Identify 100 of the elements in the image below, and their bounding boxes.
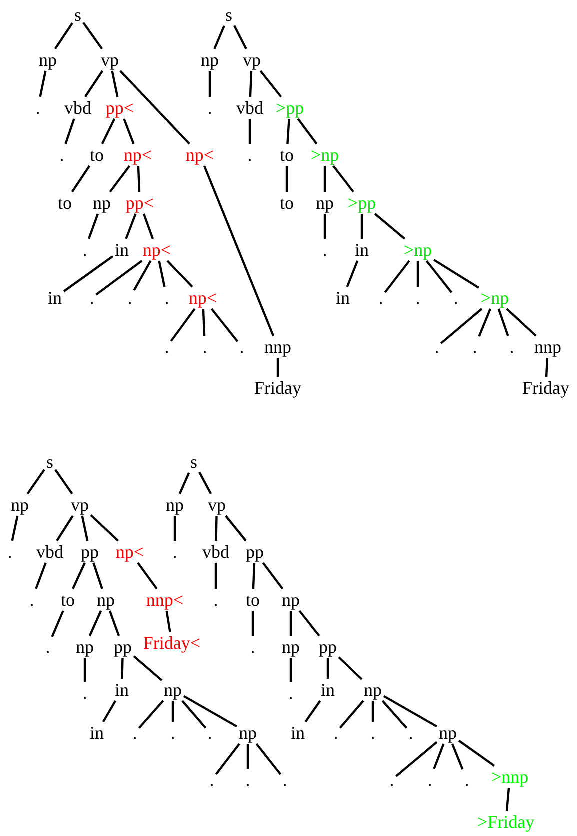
branch-line	[54, 22, 74, 50]
branch-line	[426, 260, 453, 294]
branch-line	[252, 611, 254, 636]
branch-line	[210, 308, 239, 342]
branch-line	[458, 740, 496, 767]
branch-line	[137, 562, 158, 590]
tree-node-label: np	[97, 591, 115, 609]
branch-line	[374, 213, 406, 240]
branch-line	[63, 256, 114, 292]
branch-line	[440, 308, 483, 344]
tree-node-label: np	[239, 724, 257, 742]
tree-node-label: in	[291, 724, 305, 742]
branch-line	[51, 610, 64, 638]
tree-node-label: >np	[480, 289, 510, 307]
tree-node-label: in	[115, 241, 129, 259]
branch-line	[246, 744, 250, 769]
tree-node-label: vbd	[236, 99, 264, 117]
tree-node-label: in	[355, 241, 369, 259]
tree-node-label: to	[90, 146, 104, 164]
tree-node-label: .	[390, 771, 394, 789]
branch-line	[383, 695, 438, 728]
branch-line	[290, 658, 292, 682]
tree-node-label: >np	[310, 146, 340, 164]
branch-line	[172, 701, 174, 722]
branch-line	[183, 695, 238, 728]
branch-line	[84, 658, 86, 682]
branch-line	[101, 118, 116, 144]
tree-node-label: pp	[114, 638, 132, 656]
branch-line	[215, 516, 218, 542]
branch-line	[382, 700, 408, 729]
branch-line	[81, 516, 89, 542]
branch-line	[304, 700, 322, 723]
tree-node-label: vp	[243, 51, 261, 69]
tree-node-label: to	[280, 146, 294, 164]
tree-node-label: nnp<	[146, 591, 184, 609]
branch-line	[339, 700, 364, 729]
tree-node-label: np	[76, 638, 94, 656]
branch-line	[138, 700, 164, 729]
branch-line	[182, 700, 207, 729]
tree-node-label: vbd	[202, 543, 230, 561]
branch-line	[396, 741, 438, 778]
branch-line	[203, 166, 275, 336]
branch-line	[506, 788, 510, 812]
branch-line	[338, 656, 363, 680]
branch-line	[137, 166, 141, 192]
branch-line	[158, 260, 166, 288]
branch-line	[225, 515, 247, 542]
branch-line	[178, 472, 190, 494]
tree-node-label: vp	[101, 51, 119, 69]
tree-node-label: .	[36, 99, 40, 117]
tree-node-label: np	[164, 681, 182, 699]
tree-node-label: .	[164, 338, 170, 356]
tree-node-label: .	[82, 241, 88, 259]
branch-line	[11, 516, 19, 542]
tree-node-label: Friday	[254, 379, 302, 397]
tree-node-label: .	[454, 289, 458, 307]
tree-node-label: s	[46, 453, 54, 471]
tree-node-label: .	[82, 684, 88, 702]
tree-node-label: .	[214, 591, 218, 609]
tree-node-label: vbd	[36, 543, 64, 561]
branch-line	[166, 610, 172, 632]
tree-node-label: .	[208, 724, 212, 742]
branch-line	[297, 118, 318, 145]
tree-node-label: .	[288, 684, 294, 702]
tree-node-label: s	[190, 453, 198, 471]
tree-node-label: s	[226, 6, 232, 24]
tree-node-label: Friday<	[143, 634, 201, 652]
tree-node-label: .	[60, 146, 64, 164]
branch-line	[142, 214, 154, 240]
tree-node-label: to	[246, 591, 260, 609]
tree-node-label: np	[201, 51, 219, 69]
tree-node-label: in	[90, 724, 104, 742]
branch-line	[71, 165, 91, 193]
tree-node-label: in	[115, 681, 129, 699]
tree-node-label: .	[30, 591, 34, 609]
tree-node-label: np	[282, 591, 300, 609]
tree-node-label: .	[246, 771, 250, 789]
branch-line	[170, 308, 196, 342]
tree-node-label: .	[378, 289, 384, 307]
branch-line	[286, 166, 288, 192]
tree-node-label: .	[172, 543, 178, 561]
tree-node-label: to	[61, 591, 75, 609]
branch-line	[360, 214, 364, 239]
branch-line	[56, 515, 74, 542]
branch-line	[346, 260, 359, 288]
tree-node-label: vp	[71, 496, 89, 514]
tree-node-label: np	[166, 496, 184, 514]
branch-line	[256, 743, 282, 776]
tree-node-label: >np	[404, 241, 432, 259]
tree-node-label: .	[8, 543, 12, 561]
branch-line	[234, 25, 248, 50]
tree-node-label: .	[408, 724, 414, 742]
tree-node-label: np<	[188, 289, 218, 307]
branch-line	[433, 744, 445, 770]
tree-node-label: np	[11, 496, 29, 514]
tree-node-label: nnp	[264, 338, 292, 356]
branch-line	[88, 214, 100, 240]
branch-line	[202, 308, 206, 336]
tree-node-label: np<	[186, 146, 214, 164]
tree-node-label: >nnp	[491, 768, 529, 786]
